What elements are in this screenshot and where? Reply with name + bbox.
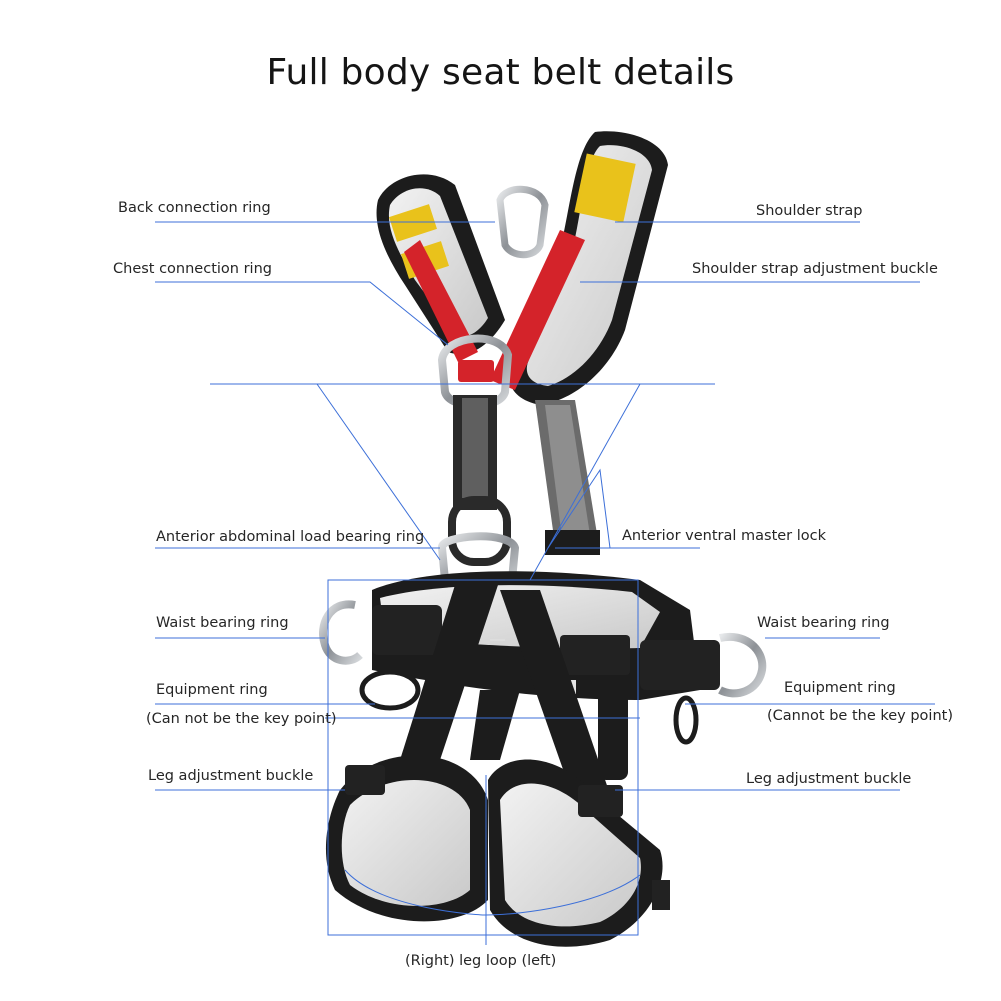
label-back-connection-ring: Back connection ring <box>118 200 271 216</box>
leg-loop-left <box>488 759 670 947</box>
label-shoulder-strap-adjustment-buckle: Shoulder strap adjustment buckle <box>692 261 938 277</box>
label-leg-loop: (Right) leg loop (left) <box>405 953 557 969</box>
label-equipment-ring-right: Equipment ring <box>784 680 896 696</box>
label-leg-adjustment-buckle-right: Leg adjustment buckle <box>746 771 912 787</box>
equipment-loop-left <box>359 669 421 711</box>
label-equipment-ring-right-note: (Cannot be the key point) <box>767 708 953 724</box>
label-equipment-ring-left: Equipment ring <box>156 682 268 698</box>
label-anterior-abdominal-load-bearing-ring: Anterior abdominal load bearing ring <box>156 529 425 545</box>
label-equipment-ring-left-note: (Can not be the key point) <box>146 711 337 727</box>
label-waist-bearing-ring-right: Waist bearing ring <box>757 615 890 631</box>
waist-d-ring-right <box>718 632 767 698</box>
center-webbing <box>453 395 600 555</box>
back-d-ring <box>496 185 549 259</box>
leg-loop-right <box>325 755 488 922</box>
leg-straps <box>400 585 628 812</box>
label-shoulder-strap: Shoulder strap <box>756 203 863 219</box>
left-shoulder-pad <box>376 174 505 362</box>
right-shoulder-pad <box>490 131 668 406</box>
waist-d-ring-left <box>319 600 363 665</box>
equipment-loop-right <box>673 695 699 745</box>
callout-lines <box>155 221 935 945</box>
page-title: Full body seat belt details <box>266 52 735 93</box>
label-anterior-ventral-master-lock: Anterior ventral master lock <box>622 528 827 544</box>
label-leg-adjustment-buckle-left: Leg adjustment buckle <box>148 768 314 784</box>
label-waist-bearing-ring-left: Waist bearing ring <box>156 615 289 631</box>
label-chest-connection-ring: Chest connection ring <box>113 261 272 277</box>
